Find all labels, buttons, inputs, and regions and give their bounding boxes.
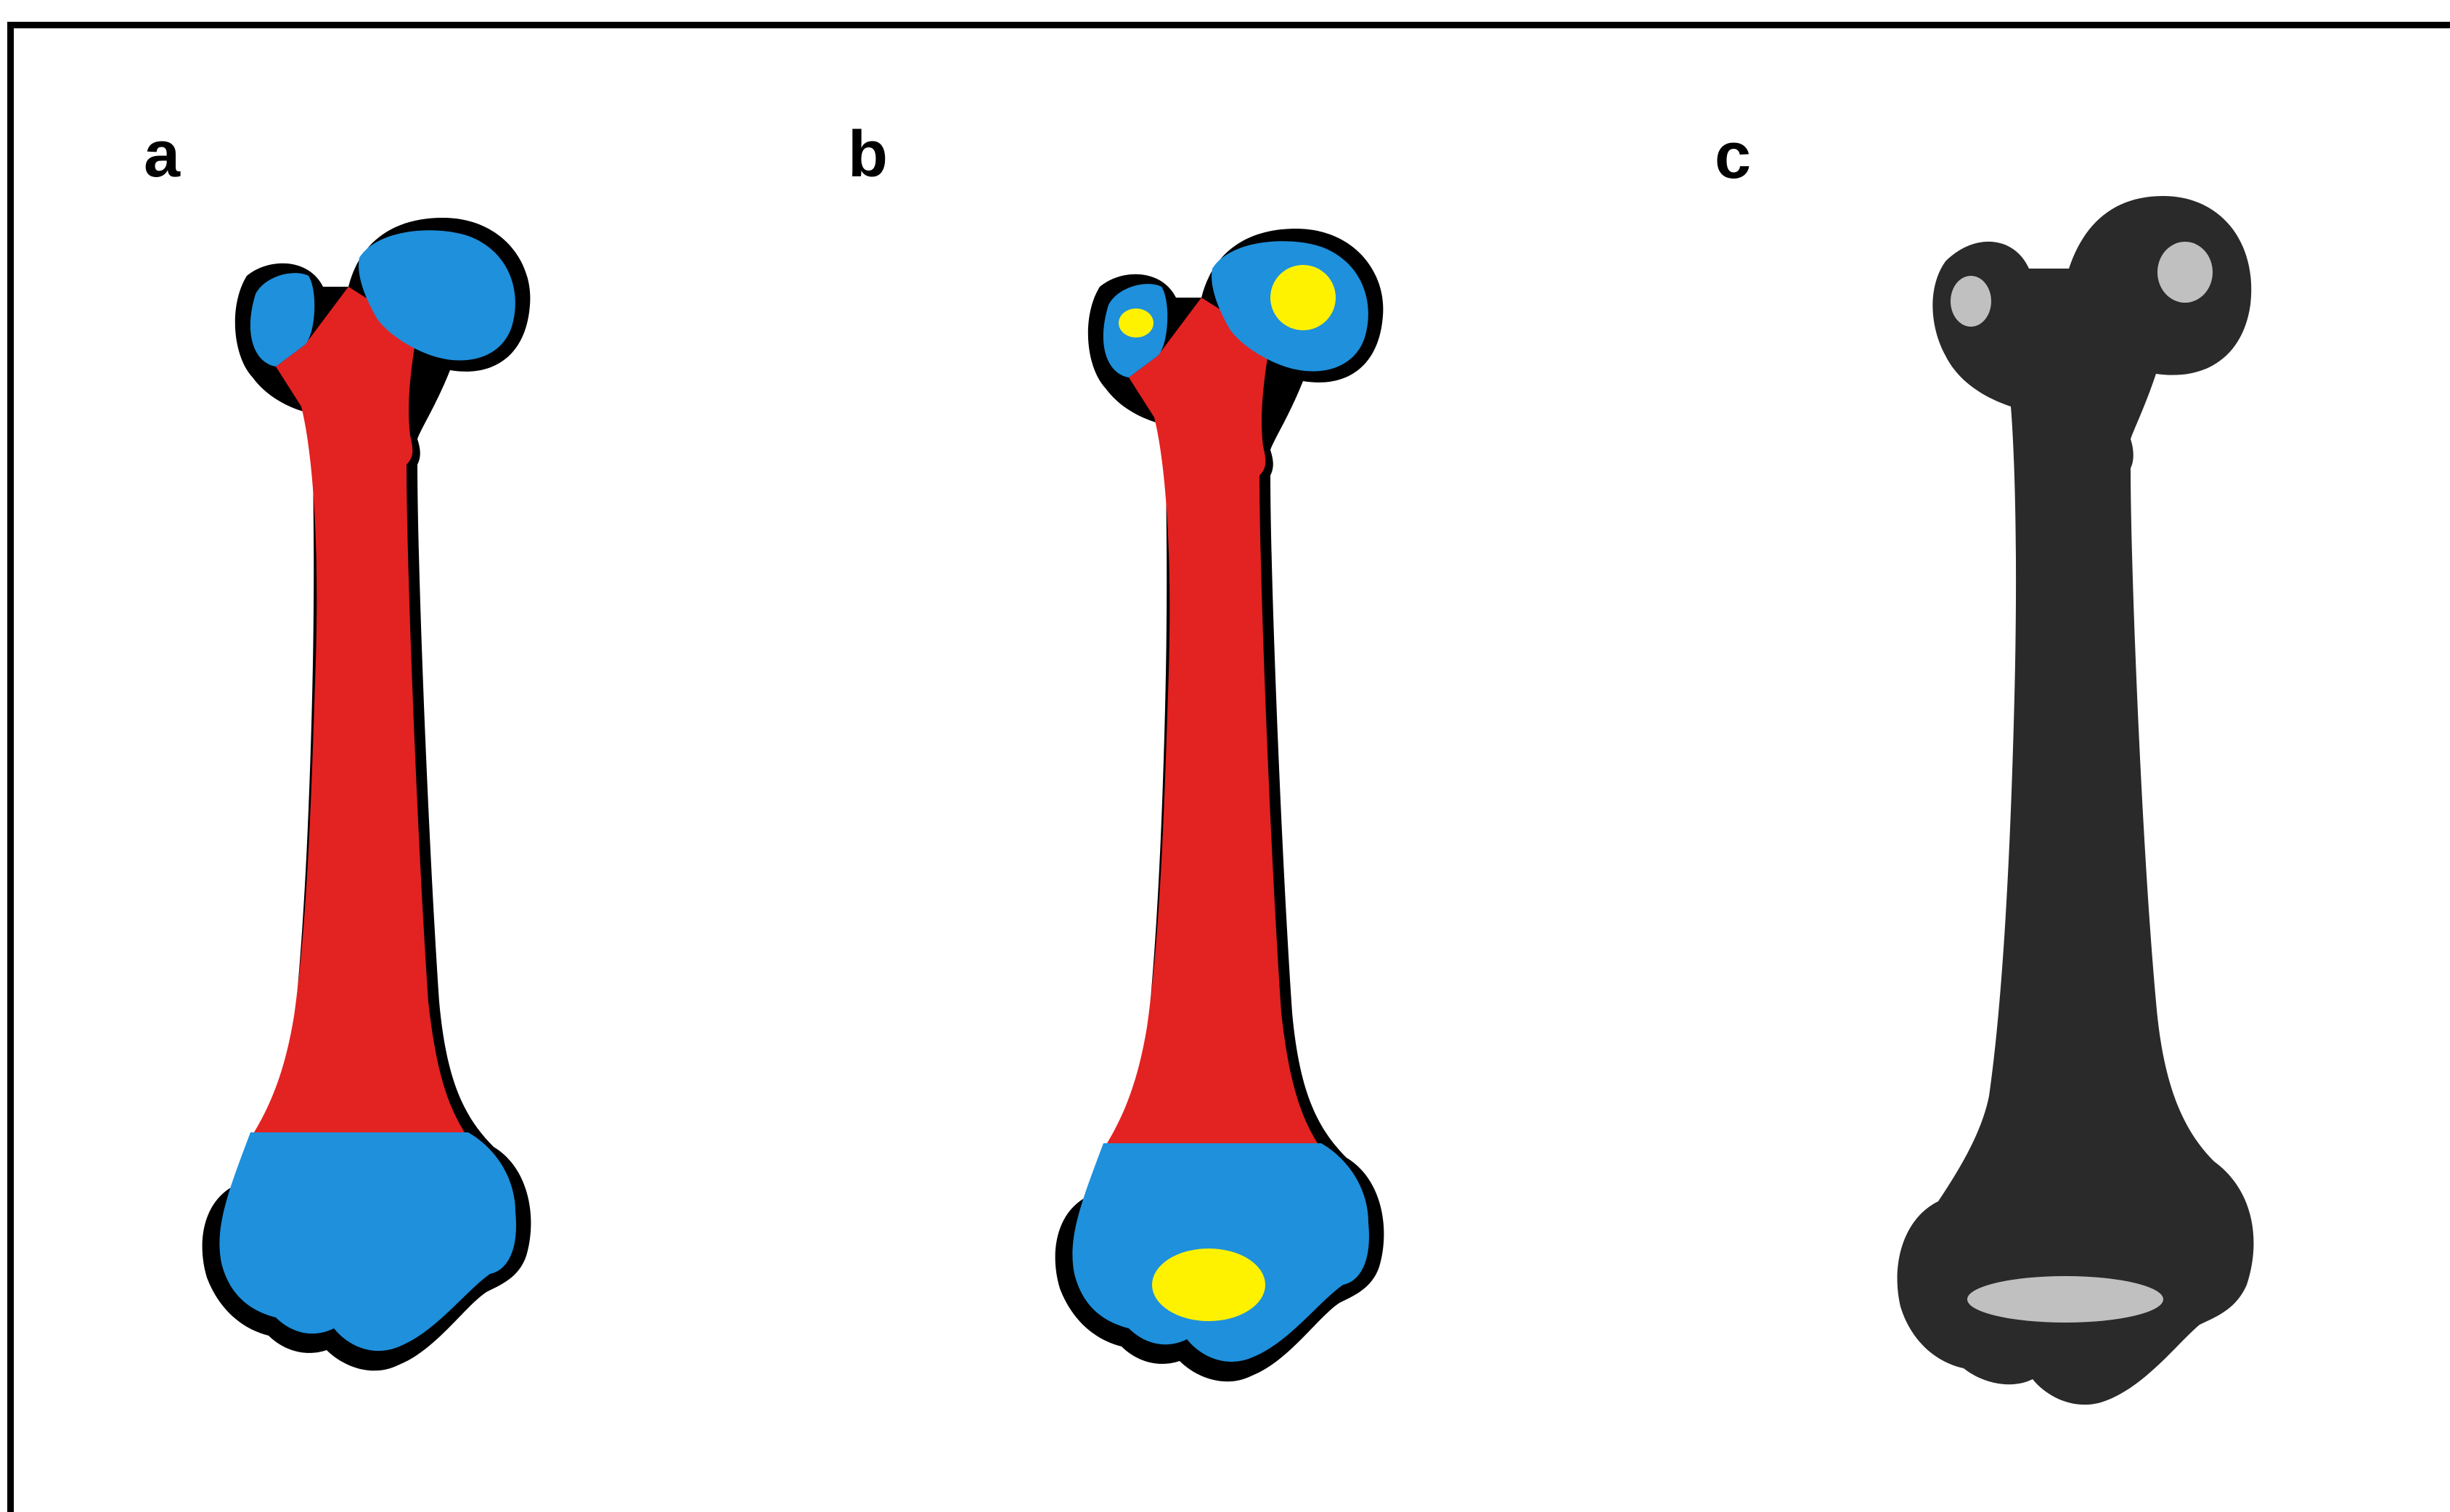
ossification-center-head bbox=[1270, 265, 1336, 330]
panel-label-b: b bbox=[848, 122, 888, 187]
panel-label-a: a bbox=[144, 122, 180, 187]
ossification-center-trochanter bbox=[1119, 308, 1153, 338]
panel-label-c: c bbox=[1715, 123, 1751, 189]
femur-diagram-b bbox=[1013, 200, 1419, 1419]
ossification-center-distal bbox=[1152, 1249, 1265, 1321]
ossification-center-head bbox=[2157, 242, 2213, 303]
ossification-center-trochanter bbox=[1951, 276, 1991, 327]
femur-diagram-a bbox=[160, 189, 566, 1408]
ossification-center-distal bbox=[1967, 1276, 2163, 1323]
femur-grayscale bbox=[1898, 196, 2254, 1405]
femur-diagram-c bbox=[1866, 189, 2287, 1423]
